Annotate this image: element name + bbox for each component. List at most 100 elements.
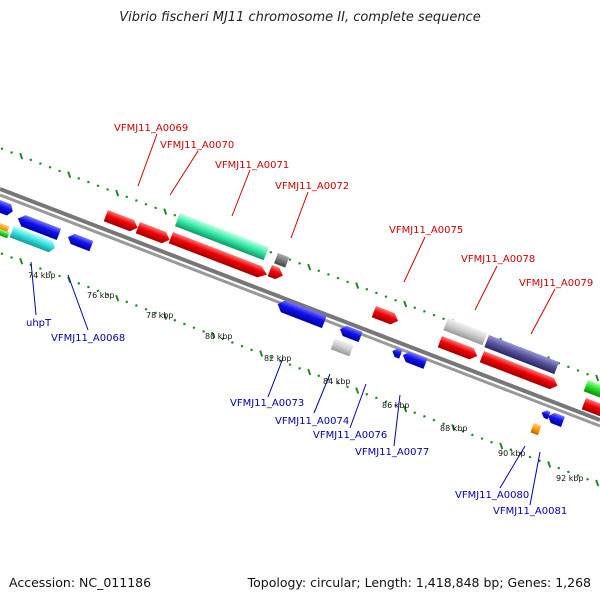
gc-tick: [250, 348, 253, 352]
gene-arrow: [484, 335, 559, 375]
gc-tick: [144, 202, 148, 206]
gc-tick: [547, 461, 552, 468]
gene-arrow: [0, 229, 10, 239]
gc-tick: [471, 433, 474, 437]
gene-arrow: [371, 306, 399, 325]
gc-tick: [394, 298, 397, 302]
gc-tick: [442, 422, 445, 426]
gc-tick: [58, 169, 61, 173]
gene-label: VFMJ11_A0076: [313, 430, 387, 441]
gc-tick: [135, 304, 138, 307]
gene-label: VFMJ11_A0072: [275, 181, 349, 192]
gc-tick: [576, 474, 580, 477]
gc-tick: [67, 171, 72, 178]
gene-label: VFMJ11_A0069: [114, 123, 188, 134]
gc-tick: [288, 258, 292, 262]
gene-arrow: [0, 200, 13, 216]
gc-tick: [231, 341, 234, 344]
gc-tick: [106, 293, 109, 296]
kbp-label: 80 kbp: [205, 332, 233, 341]
gc-tick: [0, 147, 4, 151]
gene-arrow: [541, 410, 551, 420]
gc-tick: [298, 366, 301, 370]
gc-tick: [413, 411, 417, 415]
gc-tick: [19, 257, 24, 265]
gene-arrow: [403, 351, 428, 369]
gc-tick: [509, 448, 513, 452]
gene-label: VFMJ11_A0078: [461, 254, 535, 265]
gc-tick: [384, 295, 388, 298]
gene-arrow: [277, 300, 327, 329]
gene-arrow: [437, 336, 478, 360]
gc-tick: [192, 326, 196, 330]
gc-tick: [461, 429, 465, 433]
gc-tick: [384, 400, 388, 403]
gc-tick: [10, 256, 13, 259]
gc-tick: [10, 151, 13, 154]
kbp-label: 84 kbp: [323, 377, 351, 386]
gc-tick: [403, 300, 408, 308]
gc-tick: [442, 317, 445, 321]
gc-tick: [307, 368, 312, 376]
gc-tick: [211, 331, 216, 339]
genome-summary-text: Topology: circular; Length: 1,418,848 bp…: [247, 575, 591, 590]
gc-tick: [154, 311, 157, 315]
kbp-label: 76 kbp: [87, 291, 115, 300]
gene-label: VFMJ11_A0074: [275, 416, 349, 427]
gene-arrow: [17, 215, 62, 241]
gc-tick: [135, 199, 138, 202]
forward-gene-labels: VFMJ11_A0069 VFMJ11_A0070 VFMJ11_A0071 V…: [114, 123, 593, 289]
gc-tick: [29, 158, 33, 162]
gc-tick: [595, 374, 600, 382]
gene-label: VFMJ11_A0068: [51, 333, 125, 344]
gene-arrow: [135, 222, 170, 244]
kbp-label: 74 kbp: [28, 271, 56, 280]
gc-tick: [327, 273, 330, 276]
gene-label: VFMJ11_A0073: [230, 398, 304, 409]
gene-arrow: [68, 233, 94, 252]
gc-tick: [87, 180, 90, 184]
gc-tick: [125, 300, 129, 304]
gc-tick: [154, 206, 157, 210]
accession-text: Accession: NC_011186: [9, 575, 152, 590]
gc-tick: [375, 396, 378, 400]
gc-tick: [48, 165, 52, 169]
gc-tick: [567, 470, 570, 474]
gc-tick: [365, 392, 369, 396]
gene-arrow: [168, 232, 267, 278]
gc-tick: [576, 369, 580, 372]
gc-tick: [96, 289, 100, 293]
map-title: Vibrio fischeri MJ11 chromosome II, comp…: [119, 10, 481, 25]
gene-arrow: [392, 348, 403, 359]
gc-tick: [375, 291, 378, 295]
kbp-label: 92 kbp: [556, 474, 584, 483]
kbp-scale-labels: 74 kbp 76 kbp 78 kbp 80 kbp 82 kbp 84 kb…: [28, 271, 584, 483]
gene-arrow: [9, 226, 55, 253]
gc-tick: [173, 318, 177, 322]
kbp-label: 78 kbp: [146, 311, 174, 320]
gc-tick: [77, 281, 81, 285]
gc-tick: [423, 415, 426, 418]
gene-arrow: [274, 253, 290, 268]
gene-arrow: [443, 318, 488, 346]
gc-tick: [499, 442, 504, 450]
gc-tick: [48, 270, 52, 274]
kbp-label: 90 kbp: [498, 449, 526, 458]
gc-tick: [0, 252, 4, 256]
gc-tick: [394, 403, 397, 407]
gc-tick: [259, 350, 264, 357]
gc-tick: [298, 261, 301, 265]
gc-tick: [586, 477, 589, 481]
gc-tick: [557, 466, 561, 470]
gc-tick: [480, 437, 484, 440]
gc-tick: [307, 263, 312, 271]
gc-tick: [269, 355, 273, 359]
gc-tick: [317, 269, 321, 273]
gene-label: VFMJ11_A0070: [160, 140, 234, 151]
gc-tick: [595, 479, 600, 487]
gc-tick: [317, 374, 321, 378]
gc-tick: [413, 306, 417, 310]
gc-tick: [538, 459, 541, 463]
